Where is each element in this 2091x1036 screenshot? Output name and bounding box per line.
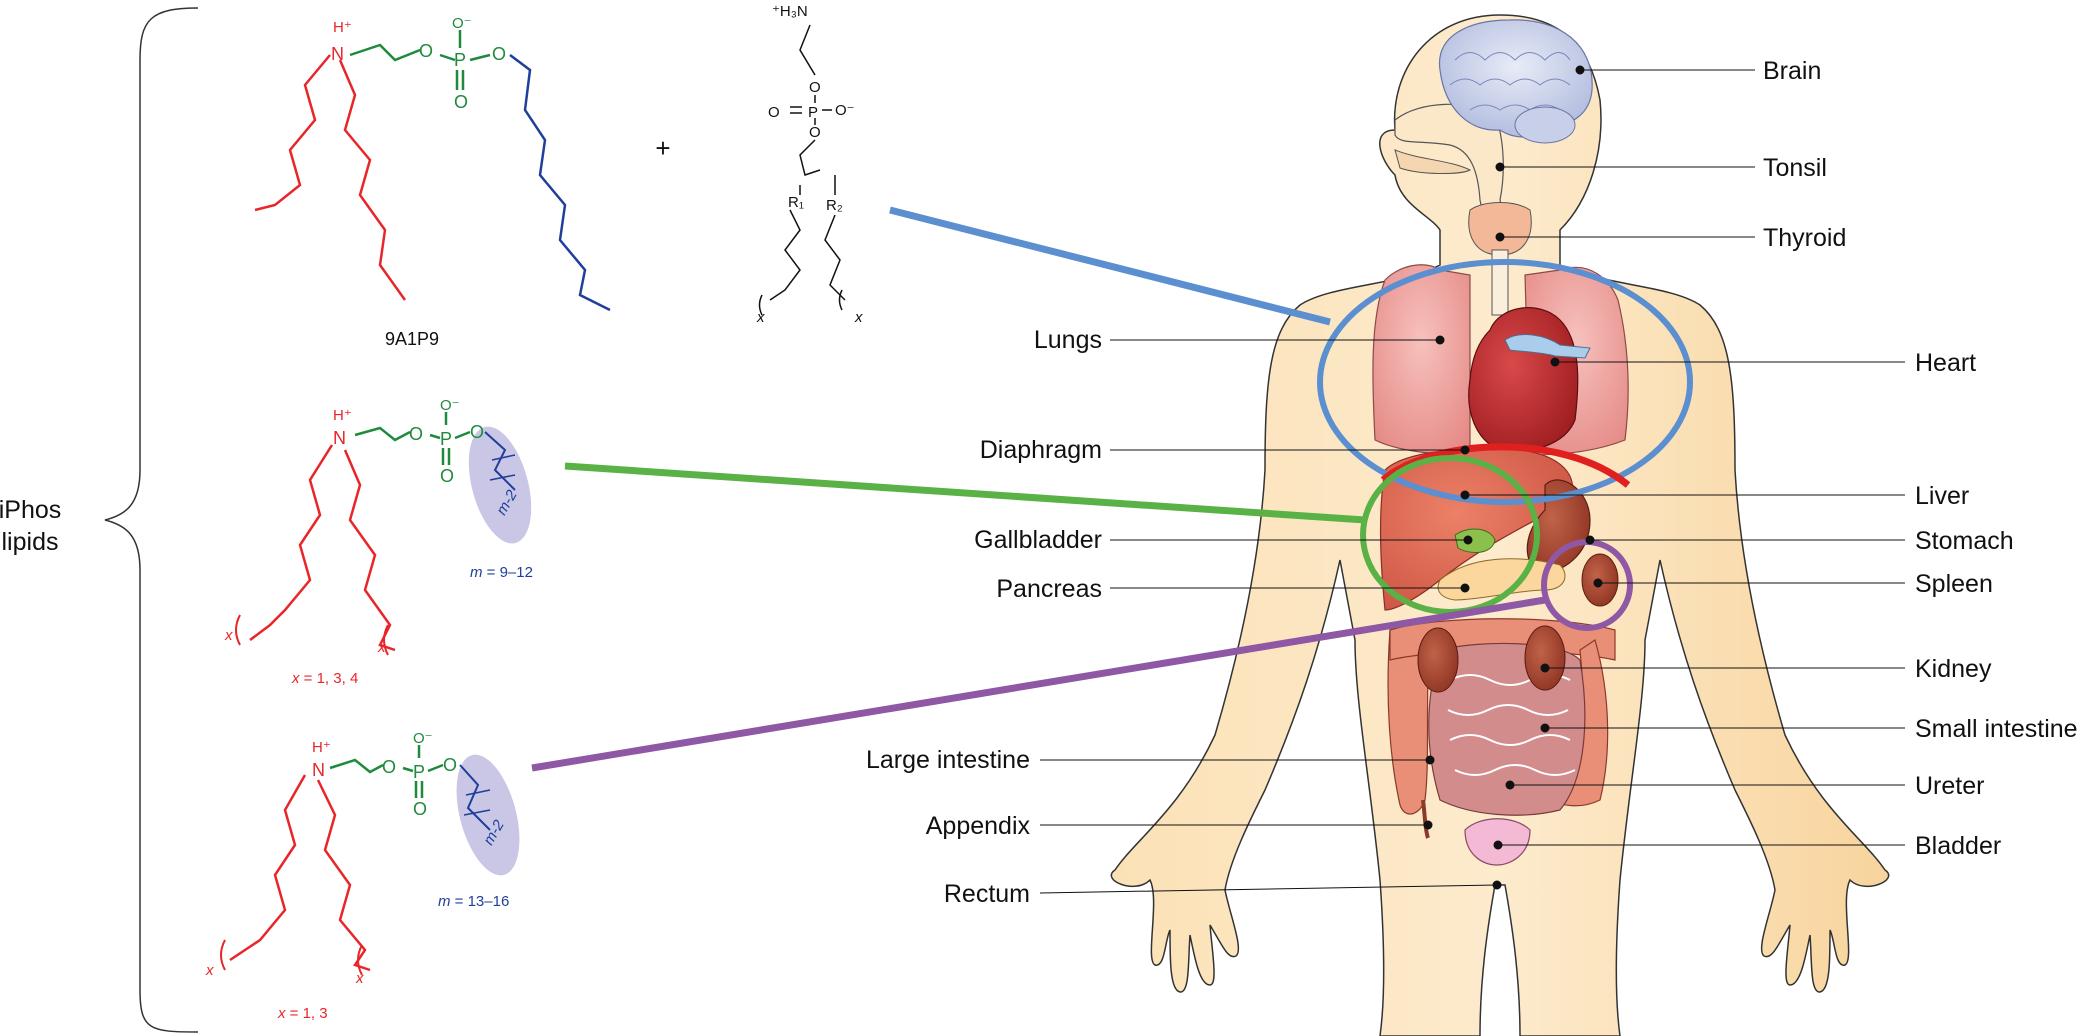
label-tonsil: Tonsil [1763,154,1827,182]
label-spleen: Spleen [1915,570,1993,598]
left-kidney [1417,627,1459,693]
ester-o-bot-2: O [443,755,457,775]
lipid-group-brace [104,7,199,1033]
label-heart: Heart [1915,349,1976,377]
label-diaphragm: Diaphragm [980,436,1102,464]
x-text-mid: = 1, 3, 4 [300,670,359,687]
helper-o-3: O [809,124,821,141]
label-stomach: Stomach [1915,527,2014,555]
thyroid [1468,202,1532,256]
label-ureter: Ureter [1915,772,1984,800]
tongue [1394,149,1472,175]
gallbladder [1454,528,1496,553]
phosphate-o-minus-bot: O⁻ [413,730,433,747]
ester-o-bot-1: O [382,757,396,777]
x-label-mid-left: x [224,627,233,644]
label-pancreas: Pancreas [996,575,1102,603]
phosphate-o-mid: O [440,466,454,486]
trachea [1491,249,1509,316]
ester-o-top-1: O [419,41,433,61]
m-var-bot: m [438,893,451,910]
large-intestine-left [1387,629,1431,815]
label-kidney: Kidney [1915,655,1992,683]
helper-lipid-structure [758,24,846,316]
left-lung [1372,264,1471,456]
m-text-bot: = 13–16 [451,893,510,910]
label-gallbladder: Gallbladder [974,526,1102,554]
label-liver: Liver [1915,482,1969,510]
lung-target-highlight [889,206,1693,505]
ester-o-mid-1: O [409,424,423,444]
helper-head-amine: ⁺H₃N [772,3,808,20]
amine-charge-bot: H⁺ [312,739,331,756]
helper-o-2: O [768,104,780,121]
helper-r1: R₁ [788,194,804,211]
phosphate-p-top: P [454,50,466,70]
phosphate-p-mid: P [440,429,452,449]
label-brain: Brain [1763,57,1821,85]
ester-o-top-2: O [492,44,506,64]
amine-charge-top: H⁺ [333,19,352,36]
ester-o-mid-2: O [470,422,484,442]
m-range-bot: m = 13–16 [438,893,509,910]
leader-lines [1039,65,1905,894]
helper-r2: R₂ [826,197,843,214]
helper-o-minus: O⁻ [835,102,855,119]
phosphate-o-bot: O [413,799,427,819]
brain-icon [1439,19,1593,144]
helper-x-right: x [854,309,863,326]
x-label-mid-right: x [377,639,386,656]
amine-n-bot: N [312,760,325,780]
phosphate-o-minus-top: O⁻ [452,15,472,32]
phosphate-p-bot: P [413,762,425,782]
x-range-mid: x = 1, 3, 4 [291,670,358,687]
x-range-bot: x = 1, 3 [277,1005,328,1022]
label-rectum: Rectum [944,880,1030,908]
x-text-bot: = 1, 3 [286,1005,328,1022]
phosphate-o-top: O [454,92,468,112]
label-large-intestine: Large intestine [866,746,1030,774]
compound-name-9a1p9: 9A1P9 [385,329,439,349]
plus-sign: + [655,133,670,163]
label-lungs: Lungs [1034,326,1102,354]
x-var-mid: x [291,670,300,687]
compound-9a1p9 [254,30,611,312]
compound-middle [235,412,532,656]
phosphate-o-minus-mid: O⁻ [440,397,460,414]
stomach [1526,479,1591,576]
m-var-mid: m [470,564,483,581]
label-thyroid: Thyroid [1763,224,1846,252]
x-label-bot-left: x [205,962,214,979]
x-var-bot: x [277,1005,286,1022]
amine-charge-mid: H⁺ [333,407,352,424]
aorta [1504,334,1591,359]
helper-o-1: O [809,79,821,96]
right-kidney [1524,625,1566,691]
label-small-intestine: Small intestine [1915,715,2078,743]
helper-x-left: x [756,309,765,326]
m-text-mid: = 9–12 [483,564,533,581]
amine-n-mid: N [333,428,346,448]
label-appendix: Appendix [926,812,1031,840]
label-bladder: Bladder [1915,832,2001,860]
helper-p: P [808,104,818,121]
x-label-bot-right: x [355,970,364,987]
amine-n-top: N [331,44,344,64]
group-label-lipids: lipids [2,528,59,556]
group-label-iphos: iPhos [0,496,61,524]
liver-target-highlight [564,455,1540,615]
compound-bottom [220,745,520,976]
m-range-mid: m = 9–12 [470,564,533,581]
